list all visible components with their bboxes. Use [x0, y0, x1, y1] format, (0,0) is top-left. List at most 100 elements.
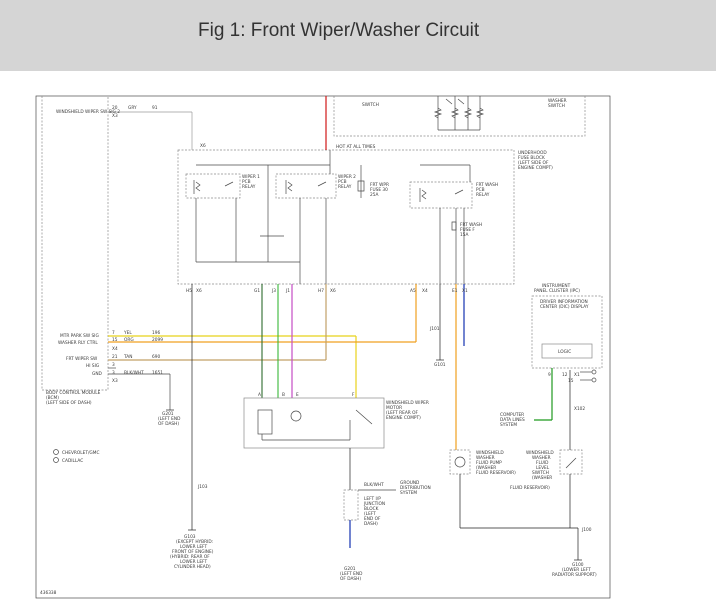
motor-name-3: (LEFT REAR OF [386, 410, 419, 416]
wire-color-3: ORG [124, 337, 134, 343]
fb-pin-8: A5 [410, 288, 416, 294]
logic-box [541, 343, 593, 359]
g103-7: CYLINDER HEAD) [174, 564, 211, 570]
wire-circuit-1: 91 [152, 105, 158, 111]
motor-pin-b: B [282, 392, 285, 398]
fuse-block-name-2: FUSE BLOCK [518, 155, 545, 161]
ipc-conn: X1 [574, 372, 580, 378]
fb-pin-11: X1 [462, 288, 468, 294]
fuse-block-box [177, 149, 515, 285]
bcm-module-box [41, 96, 109, 391]
relay3-line3: RELAY [476, 192, 490, 198]
ipc-wire: X102 [574, 406, 585, 412]
g100-3: RADIATOR SUPPORT) [552, 572, 597, 578]
splice-j101: J101 [429, 326, 440, 332]
fuse2-line3: 15A [460, 232, 468, 238]
fuse-block-name-1: UNDERHOOD [518, 150, 547, 156]
ipc-box [531, 295, 603, 369]
bcm-pin-label-4: FRT WIPER SW [66, 356, 98, 362]
switch-right-label-1: WASHER [548, 98, 567, 104]
bcm-pin-label-1: WINDSHIELD WIPER SW SIG 2 [56, 109, 120, 115]
washer-pump-2: WASHER [476, 455, 495, 461]
g201-bottom-3: OF DASH) [340, 576, 361, 582]
washer-relay [409, 181, 473, 209]
washer-switch-1: WINDSHIELD [526, 450, 554, 456]
washer-pump-3: FLUID PUMP [476, 460, 502, 466]
fuse2-line1: FRT WASH [460, 222, 482, 228]
fb-pin-10: E1 [452, 288, 458, 294]
g201-bottom-1: G201 [344, 566, 356, 572]
ground-dist-3: SYSTEM [400, 490, 417, 496]
washer-switch-4: LEVEL [536, 465, 550, 471]
hot-at-all-times: HOT AT ALL TIMES [336, 144, 376, 150]
relay2-line2: PCB [338, 179, 347, 185]
fuse-block-conn-top: X6 [200, 143, 206, 149]
washer-pump-box [449, 449, 471, 475]
fb-pin-3: G1 [254, 288, 260, 294]
g201-left-2: (LEFT END [158, 416, 181, 422]
relay3-line2: PCB [476, 187, 485, 193]
junction-5: END OF [364, 516, 381, 522]
ipc-pin-3: 15 [568, 378, 574, 384]
washer-switch-5: SWITCH [532, 470, 549, 476]
bcm-pin-num-4: 21 [112, 354, 118, 360]
wire-circuit-3: 2099 [152, 337, 163, 343]
relay3-line1: FRT WASH [476, 182, 498, 188]
switch-right-label-2: SWITCH [548, 103, 565, 109]
motor-name-4: ENGINE COMPT) [386, 415, 421, 421]
g103-1: G103 [184, 534, 196, 540]
junction-1: LEFT I/P [364, 496, 381, 502]
ipc-name-2: PANEL CLUSTER (IPC) [534, 288, 580, 294]
relay1-line1: WIPER 1 [242, 174, 260, 180]
wire-color-4: TAN [123, 354, 132, 360]
fuse1-line3: 25A [370, 192, 378, 198]
legend-cadillac: CADILLAC [62, 458, 83, 464]
motor-pin-e: E [296, 392, 299, 398]
splice-j100: J100 [581, 527, 592, 533]
g201-bottom-2: (LEFT END [340, 571, 363, 577]
g103-6: LOWER LEFT [180, 559, 207, 565]
g103-3: LOWER LEFT [180, 544, 207, 550]
wire-circuit-4: 690 [152, 354, 160, 360]
fuse2-line2: FUSE F [460, 227, 475, 233]
figure-ref-number: 436338 [40, 590, 57, 596]
fuse1-line2: FUSE 30 [370, 187, 388, 193]
diagram-frame [35, 95, 611, 599]
fuse-block-name-3: (LEFT SIDE OF [518, 160, 549, 166]
dic-line-2: CENTER (DIC) DISPLAY [540, 304, 589, 310]
wire-circuit-2: 196 [152, 330, 160, 336]
g100-2: (LOWER LEFT [562, 567, 591, 573]
wire-color-1: GRY [128, 105, 137, 111]
ground-dist-2: DISTRIBUTION [400, 485, 431, 491]
bcm-pin-num-5: 3 [112, 362, 115, 368]
bcm-pin-num-3: 15 [112, 337, 118, 343]
computer-line-2: DATA LINES [500, 417, 525, 423]
bcm-pin-conn-1: X3 [112, 113, 118, 119]
computer-line-1: COMPUTER [500, 412, 524, 418]
bcm-extra-conn: X4 [112, 346, 118, 352]
relay2-line3: RELAY [338, 184, 352, 190]
motor-name-1: WINDSHIELD WIPER [386, 400, 429, 406]
bcm-name-2: (BCM) [46, 395, 59, 401]
washer-pump-5: FLUID RESERVOIR) [476, 470, 516, 476]
washer-switch-2: WASHER [532, 455, 551, 461]
logic-label: LOGIC [558, 349, 571, 355]
wire-color-2: YEL [123, 330, 132, 336]
motor-name-2: MOTOR [386, 405, 402, 411]
computer-line-3: SYSTEM [500, 422, 517, 428]
motor-pin-f: F [352, 392, 355, 398]
wiper1-relay [185, 173, 241, 199]
legend-chevrolet: CHEVROLET/GMC [62, 450, 99, 456]
bcm-name-3: (LEFT SIDE OF DASH) [46, 400, 92, 406]
junction-2: JUNCTION [363, 501, 385, 507]
ipc-pin-2: 12 [562, 372, 568, 378]
g201-left-1: G201 [162, 411, 174, 417]
relay1-line3: RELAY [242, 184, 256, 190]
bcm-pin-label-6: GND [92, 371, 103, 377]
bcm-pin-num-2: 7 [112, 330, 115, 336]
ground-g101: G101 [434, 362, 446, 368]
bcm-pin-num-6: 3 [112, 370, 115, 376]
fb-pin-6: H7 [318, 288, 324, 294]
fb-pin-9: X4 [422, 288, 428, 294]
g100-1: G100 [572, 562, 584, 568]
